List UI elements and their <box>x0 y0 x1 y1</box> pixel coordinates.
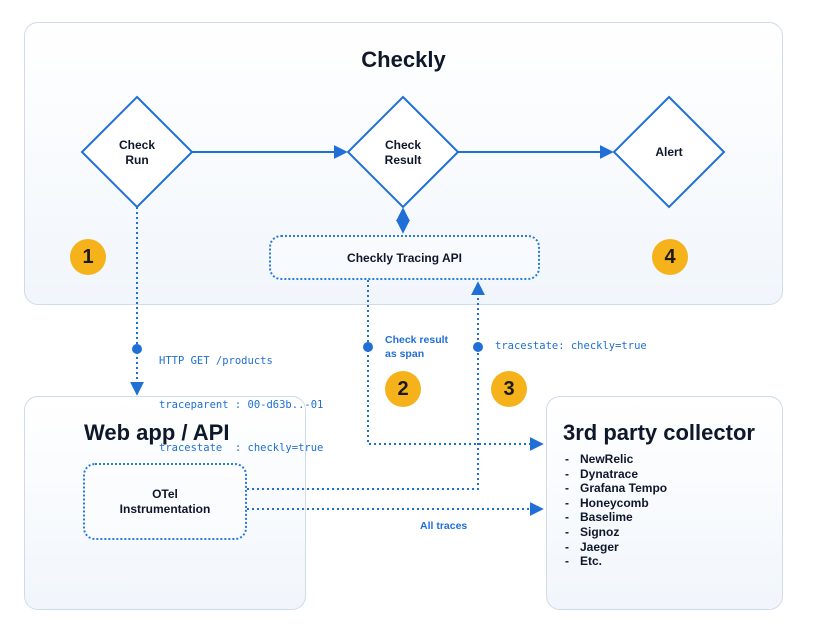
otel-to-api-arrow <box>247 281 485 490</box>
check-result-span-line2: as span <box>385 348 425 360</box>
check-result-label-line1: Check <box>384 138 422 152</box>
webapp-panel: Web app / API <box>24 396 306 610</box>
tracestate-dot <box>473 342 483 352</box>
http-request-annotation: HTTP GET /products traceparent : 00-d63b… <box>159 325 323 470</box>
http-request-dot <box>132 344 142 354</box>
collector-title: 3rd party collector <box>563 420 755 445</box>
collector-item: Jaeger <box>565 540 667 555</box>
collector-item: Etc. <box>565 554 667 569</box>
tracing-api-label: Checkly Tracing API <box>347 250 462 265</box>
collector-list: NewRelic Dynatrace Grafana Tempo Honeyco… <box>565 452 667 569</box>
check-result-span-line1: Check result <box>385 334 449 346</box>
tracestate-annotation: tracestate: checkly=true <box>495 340 647 352</box>
otel-label-line2: Instrumentation <box>119 501 211 516</box>
webapp-title: Web app / API <box>84 420 230 445</box>
check-result-span-annotation: Check result as span <box>385 333 448 361</box>
check-run-label-line1: Check <box>118 138 156 152</box>
collector-item: Honeycomb <box>565 496 667 511</box>
step-badge-4: 4 <box>652 239 688 275</box>
step-badge-1: 1 <box>70 239 106 275</box>
alert-diamond <box>612 95 726 209</box>
collector-item: NewRelic <box>565 452 667 467</box>
checkly-title: Checkly <box>361 47 446 72</box>
check-result-label: Check Result <box>363 138 443 168</box>
collector-item: Baselime <box>565 510 667 525</box>
alert-label: Alert <box>655 145 683 159</box>
api-to-collector-arrow <box>367 280 544 451</box>
step-badge-2: 2 <box>385 371 421 407</box>
check-result-span-dot <box>363 342 373 352</box>
collector-item: Signoz <box>565 525 667 540</box>
check-result-diamond <box>346 95 460 209</box>
collector-item: Grafana Tempo <box>565 481 667 496</box>
check-run-label: Check Run <box>97 138 177 168</box>
traceparent-line: traceparent : 00-d63b..-01 <box>159 398 324 411</box>
checkly-tracing-api-box: Checkly Tracing API <box>269 235 540 280</box>
step-badge-3: 3 <box>491 371 527 407</box>
tracestate-line: tracestate : checkly=true <box>159 442 324 454</box>
check-result-label-line2: Result <box>384 153 422 167</box>
all-traces-annotation: All traces <box>420 520 468 532</box>
http-request-line: HTTP GET /products <box>159 355 273 367</box>
otel-label-line1: OTel <box>152 486 178 501</box>
collector-item: Dynatrace <box>565 467 667 482</box>
check-run-label-line2: Run <box>125 153 149 167</box>
otel-instrumentation-box: OTel Instrumentation <box>83 463 247 540</box>
